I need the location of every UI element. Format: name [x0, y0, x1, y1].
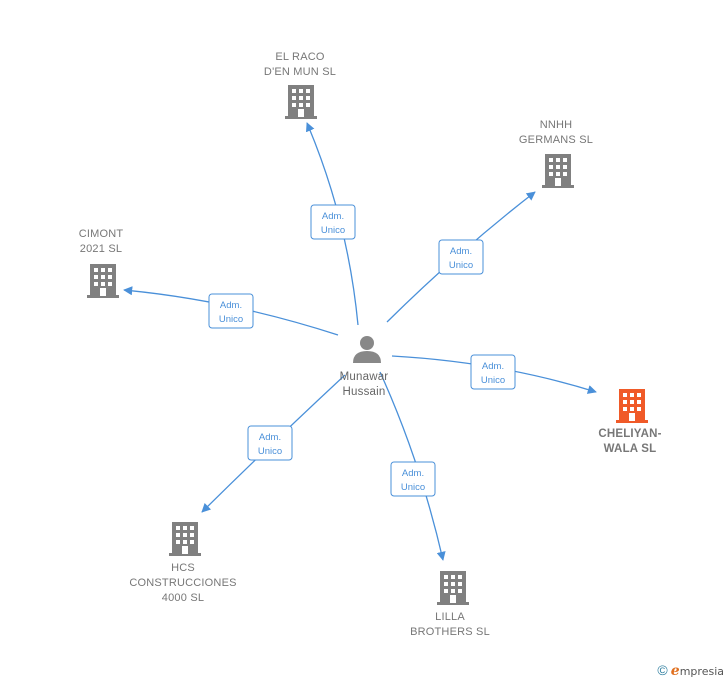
- edge-badge-hcs[interactable]: Adm. Unico: [247, 425, 293, 461]
- edge-badge-cheliyan[interactable]: Adm. Unico: [470, 354, 516, 390]
- edge-badge-el-raco[interactable]: Adm. Unico: [310, 204, 356, 240]
- svg-text:Adm.: Adm.: [450, 246, 472, 257]
- brand-logo-initial: e: [670, 663, 680, 679]
- edge-badge-lilla[interactable]: Adm. Unico: [390, 461, 436, 497]
- edge-badge-nnhh[interactable]: Adm. Unico: [438, 239, 484, 275]
- building-icon[interactable]: [542, 154, 574, 188]
- svg-text:Adm.: Adm.: [259, 432, 281, 443]
- node-label-cimont[interactable]: CIMONT 2021 SL: [78, 228, 124, 255]
- node-label-el-raco[interactable]: EL RACO D'EN MUN SL: [263, 51, 337, 78]
- svg-text:Unico: Unico: [321, 225, 345, 236]
- edge-badge-cimont[interactable]: Adm. Unico: [208, 293, 254, 329]
- building-icon[interactable]: [169, 522, 201, 556]
- copyright-symbol: ©: [657, 662, 668, 678]
- person-label[interactable]: Munawar Hussain: [339, 371, 389, 398]
- svg-text:Adm.: Adm.: [482, 361, 504, 372]
- building-icon[interactable]: [285, 85, 317, 119]
- svg-text:Unico: Unico: [258, 446, 282, 457]
- person-icon[interactable]: [353, 336, 381, 363]
- svg-text:Adm.: Adm.: [220, 300, 242, 311]
- building-icon[interactable]: [87, 264, 119, 298]
- building-icon[interactable]: [616, 389, 648, 423]
- footer-brand: © empresia: [657, 662, 724, 679]
- node-label-hcs[interactable]: HCS CONSTRUCCIONES 4000 SL: [129, 562, 237, 604]
- building-icon[interactable]: [437, 571, 469, 605]
- node-label-lilla[interactable]: LILLA BROTHERS SL: [410, 611, 490, 638]
- svg-text:Unico: Unico: [449, 260, 473, 271]
- svg-text:Unico: Unico: [481, 375, 505, 386]
- brand-name: mpresia: [679, 665, 724, 678]
- node-label-nnhh[interactable]: NNHH GERMANS SL: [518, 119, 594, 146]
- svg-text:Adm.: Adm.: [322, 211, 344, 222]
- svg-text:Unico: Unico: [401, 482, 425, 493]
- node-label-cheliyan[interactable]: CHELIYAN- WALA SL: [598, 428, 662, 455]
- svg-text:Unico: Unico: [219, 314, 243, 325]
- svg-text:Adm.: Adm.: [402, 468, 424, 479]
